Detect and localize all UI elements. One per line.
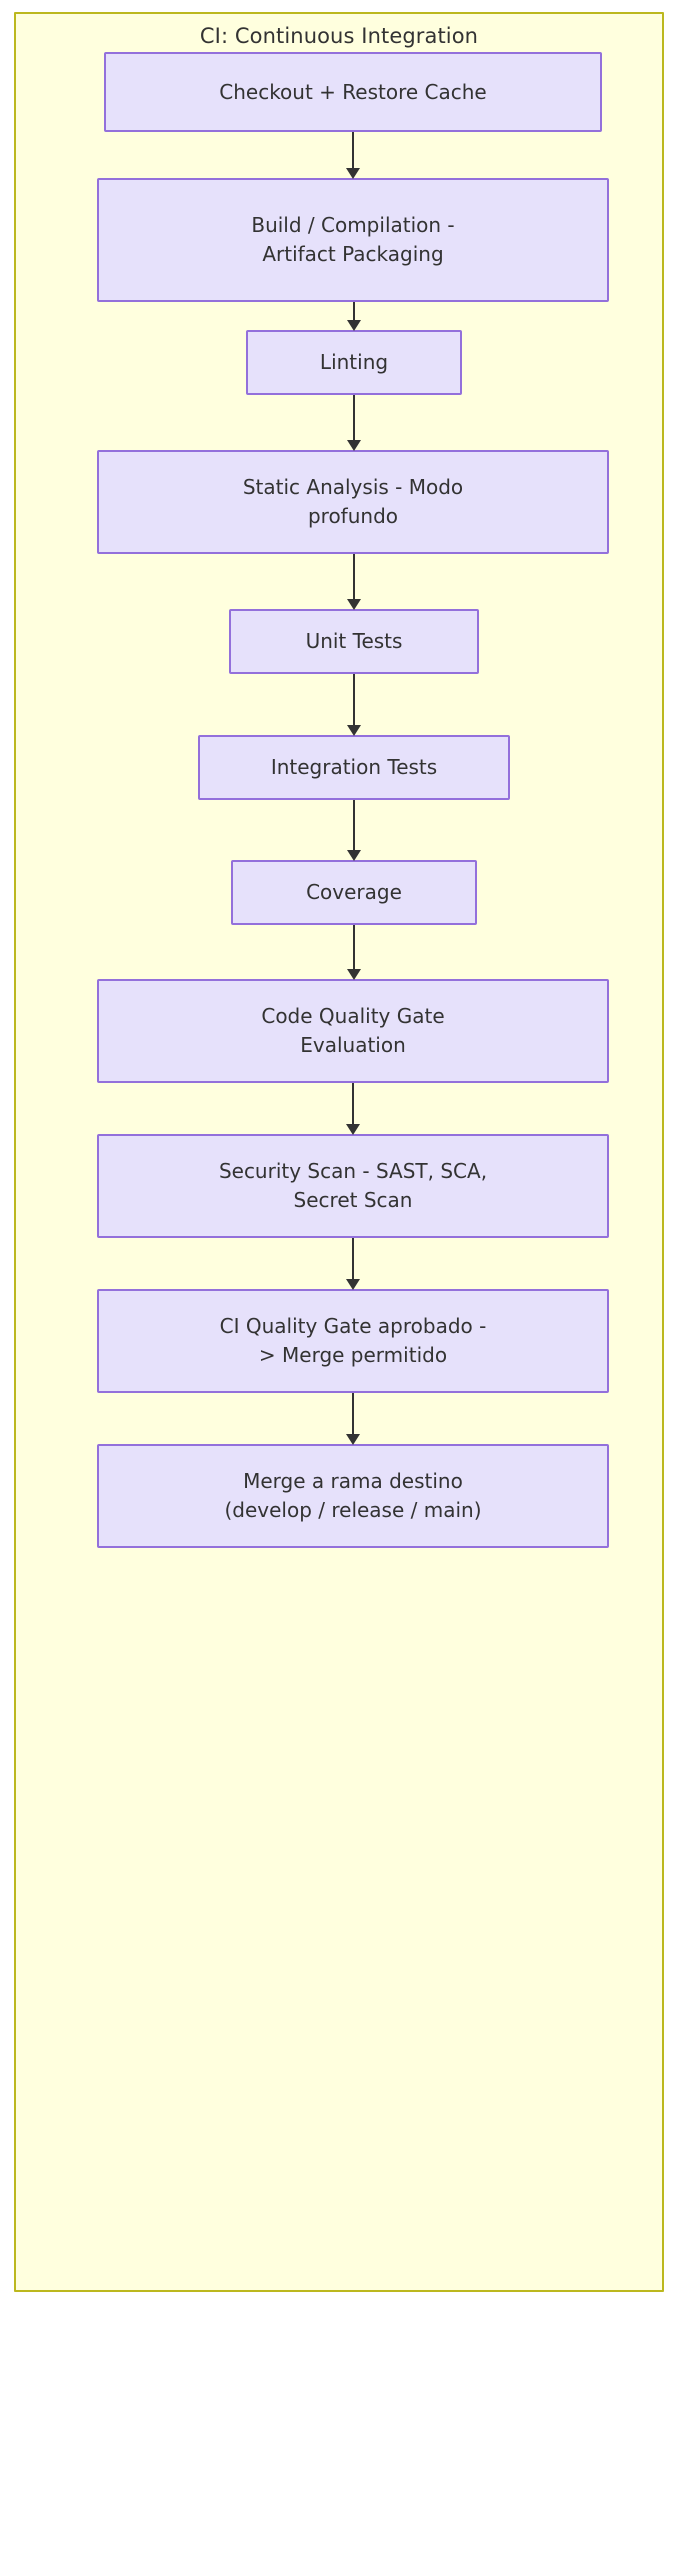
- node-label: Integration Tests: [270, 755, 438, 779]
- edge-integration-to-coverage: [353, 800, 355, 851]
- node-label: Build / Compilation - Artifact Packaging: [251, 213, 455, 266]
- node-linting[interactable]: Linting: [246, 330, 462, 395]
- node-quality-gate[interactable]: Code Quality Gate Evaluation: [97, 979, 609, 1083]
- edge-coverage-to-quality-gate: [353, 925, 355, 970]
- node-label: Unit Tests: [305, 629, 403, 653]
- edge-linting-to-static: [353, 395, 355, 441]
- node-label: Linting: [319, 350, 389, 374]
- edge-checkout-to-build: [352, 132, 354, 169]
- node-static[interactable]: Static Analysis - Modo profundo: [97, 450, 609, 554]
- node-unit[interactable]: Unit Tests: [229, 609, 479, 674]
- arrowhead-icon: [346, 1434, 360, 1445]
- edge-quality-gate-to-security: [352, 1083, 354, 1125]
- node-ci-gate[interactable]: CI Quality Gate aprobado - > Merge permi…: [97, 1289, 609, 1393]
- arrowhead-icon: [347, 599, 361, 610]
- arrowhead-icon: [347, 850, 361, 861]
- edge-ci-gate-to-merge: [352, 1393, 354, 1435]
- edge-static-to-unit: [353, 554, 355, 600]
- node-checkout[interactable]: Checkout + Restore Cache: [104, 52, 602, 132]
- edge-unit-to-integration: [353, 674, 355, 726]
- edge-build-to-linting: [353, 302, 355, 321]
- node-build[interactable]: Build / Compilation - Artifact Packaging: [97, 178, 609, 302]
- arrowhead-icon: [346, 1124, 360, 1135]
- node-integration[interactable]: Integration Tests: [198, 735, 510, 800]
- subgraph-title: CI: Continuous Integration: [199, 24, 479, 48]
- arrowhead-icon: [347, 320, 361, 331]
- node-label: CI Quality Gate aprobado - > Merge permi…: [219, 1314, 487, 1367]
- node-label: Checkout + Restore Cache: [219, 79, 487, 104]
- arrowhead-icon: [347, 440, 361, 451]
- node-label: Static Analysis - Modo profundo: [242, 475, 464, 528]
- node-label: Security Scan - SAST, SCA, Secret Scan: [218, 1159, 488, 1212]
- node-merge[interactable]: Merge a rama destino (develop / release …: [97, 1444, 609, 1548]
- node-label: Merge a rama destino (develop / release …: [224, 1469, 482, 1522]
- node-security[interactable]: Security Scan - SAST, SCA, Secret Scan: [97, 1134, 609, 1238]
- node-label: Coverage: [306, 880, 402, 904]
- edge-security-to-ci-gate: [352, 1238, 354, 1280]
- node-coverage[interactable]: Coverage: [231, 860, 477, 925]
- arrowhead-icon: [346, 168, 360, 179]
- node-label: Code Quality Gate Evaluation: [261, 1004, 445, 1057]
- arrowhead-icon: [347, 725, 361, 736]
- arrowhead-icon: [347, 969, 361, 980]
- arrowhead-icon: [346, 1279, 360, 1290]
